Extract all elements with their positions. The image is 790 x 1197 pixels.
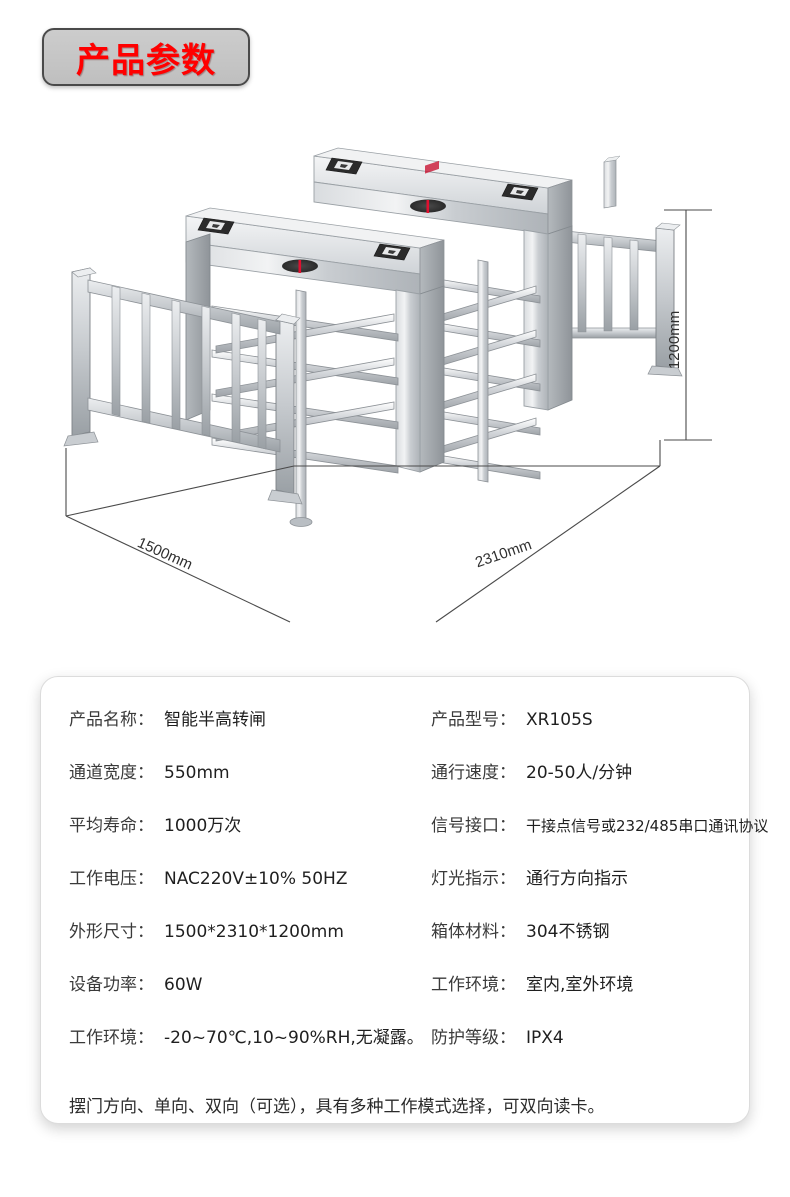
spec-row-product-name: 产品名称： 智能半高转闸 — [41, 705, 421, 758]
turnstile-unit-front — [185, 160, 445, 473]
spec-row-lifespan: 平均寿命： 1000万次 — [41, 811, 421, 864]
spec-value: 20-50人/分钟 — [526, 763, 633, 783]
dimension-label-width: 1500mm — [135, 534, 195, 573]
spec-value: 1000万次 — [164, 816, 242, 836]
cabinet-logo-front — [425, 160, 439, 174]
page-title: 产品参数 — [76, 40, 216, 81]
floor-reference-lines — [65, 440, 661, 623]
spec-value: 干接点信号或232/485串口通讯协议 — [526, 817, 769, 835]
spec-value: 智能半高转闸 — [164, 710, 266, 730]
spec-label: 产品名称： — [69, 710, 154, 730]
dimension-label-depth: 2310mm — [473, 536, 534, 571]
spec-row-model: 产品型号： XR105S — [421, 705, 751, 758]
spec-value: XR105S — [526, 710, 593, 730]
card-reader-front-right — [373, 243, 411, 261]
turnstile-unit-back — [313, 147, 621, 411]
railing-left — [63, 267, 303, 505]
spec-label: 设备功率： — [69, 975, 154, 995]
spec-label: 外形尺寸： — [69, 922, 154, 942]
spec-row-power: 设备功率： 60W — [41, 970, 421, 1023]
spec-label: 工作环境： — [431, 975, 516, 995]
spec-row-dimensions: 外形尺寸： 1500*2310*1200mm — [41, 917, 421, 970]
spec-row-channel-width: 通道宽度： 550mm — [41, 758, 421, 811]
product-spec-card: 产品名称： 智能半高转闸 产品型号： XR105S 通道宽度： 550mm 通行… — [40, 676, 768, 1124]
brand-logo-back — [410, 199, 446, 213]
page-title-badge: 产品参数 — [42, 28, 250, 86]
spec-value: 550mm — [164, 763, 230, 783]
rotor-arms-back — [431, 259, 541, 483]
spec-label: 产品型号： — [431, 710, 516, 730]
card-reader-front-left — [197, 217, 235, 235]
spec-label: 防护等级： — [431, 1028, 516, 1048]
spec-label: 工作电压： — [69, 869, 154, 889]
spec-value: 室内,室外环境 — [526, 975, 634, 995]
spec-footer-note: 摆门方向、单向、双向（可选），具有多种工作模式选择，可双向读卡。 — [69, 1097, 605, 1117]
spec-row-cabinet-material: 箱体材料： 304不锈钢 — [421, 917, 751, 970]
spec-label: 信号接口： — [431, 816, 516, 836]
spec-value: IPX4 — [526, 1028, 564, 1048]
spec-row-ip-rating: 防护等级： IPX4 — [421, 1023, 751, 1076]
spec-row-light-indicator: 灯光指示： 通行方向指示 — [421, 864, 751, 917]
dimension-height — [664, 209, 712, 441]
railing-right — [555, 222, 683, 377]
spec-label: 灯光指示： — [431, 869, 516, 889]
spec-value: 通行方向指示 — [526, 869, 628, 889]
spec-label: 工作环境： — [69, 1028, 154, 1048]
spec-value: 60W — [164, 975, 203, 995]
dimension-label-height: 1200mm — [666, 311, 683, 369]
spec-row-throughput: 通行速度： 20-50人/分钟 — [421, 758, 751, 811]
spec-value: NAC220V±10% 50HZ — [164, 869, 348, 889]
spec-table: 产品名称： 智能半高转闸 产品型号： XR105S 通道宽度： 550mm 通行… — [41, 705, 768, 1076]
card-reader-back-right — [501, 183, 539, 201]
spec-label: 箱体材料： — [431, 922, 516, 942]
spec-label: 通道宽度： — [69, 763, 154, 783]
card-reader-back-left — [325, 157, 363, 175]
spec-row-operating-location: 工作环境： 室内,室外环境 — [421, 970, 751, 1023]
spec-row-operating-environment: 工作环境： -20~70℃,10~90%RH,无凝露。 — [41, 1023, 424, 1076]
spec-label: 通行速度： — [431, 763, 516, 783]
spec-label: 平均寿命： — [69, 816, 154, 836]
spec-value: -20~70℃,10~90%RH,无凝露。 — [164, 1028, 424, 1048]
spec-row-signal-interface: 信号接口： 干接点信号或232/485串口通讯协议 — [421, 811, 768, 864]
dimension-lines — [65, 209, 712, 623]
spec-value: 1500*2310*1200mm — [164, 922, 344, 942]
floor-outline — [65, 410, 660, 622]
product-illustration: 1200mm 1500mm 2310mm — [0, 110, 790, 655]
spec-value: 304不锈钢 — [526, 922, 610, 942]
brand-logo-front — [282, 259, 318, 273]
spec-row-voltage: 工作电压： NAC220V±10% 50HZ — [41, 864, 421, 917]
